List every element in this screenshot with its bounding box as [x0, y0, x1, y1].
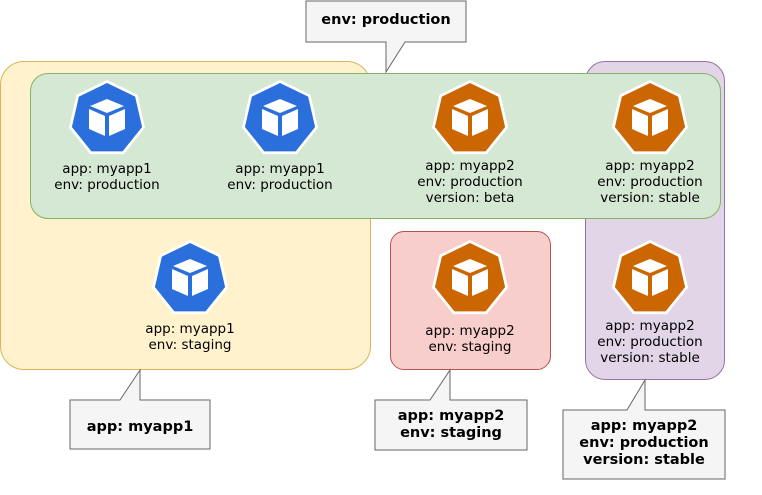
region-env-production — [30, 73, 721, 219]
pod-label-line: env: production — [597, 334, 703, 350]
callout-box — [374, 368, 528, 451]
callout-label-line: version: stable — [583, 452, 705, 468]
kubernetes-pod-icon — [152, 240, 228, 315]
callout-box — [69, 368, 211, 450]
callout-label-line: env: staging — [400, 425, 502, 441]
kubernetes-pod-icon — [432, 80, 508, 155]
pod-label-line: version: stable — [600, 350, 700, 366]
callout-label-line: app: myapp2 — [397, 408, 505, 424]
pod-label-line: app: myapp2 — [425, 323, 515, 339]
callout-box — [305, 0, 467, 74]
kubernetes-pod-icon — [612, 240, 688, 315]
pod-label-line: env: production — [417, 174, 523, 190]
pod-label-line: app: myapp2 — [605, 318, 695, 334]
pod-label-line: app: myapp1 — [235, 161, 325, 177]
pod-label-line: env: production — [597, 174, 703, 190]
callout-label-line: env: production — [579, 435, 709, 451]
pod-label-line: version: stable — [600, 190, 700, 206]
kubernetes-pod-icon — [242, 80, 318, 155]
callout-label: env: production — [306, 12, 466, 29]
callout-label: app: myapp1 — [70, 419, 210, 436]
pod-label-line: app: myapp1 — [145, 321, 235, 337]
kubernetes-pod-icon — [612, 80, 688, 155]
callout-label-line: env: production — [321, 12, 451, 28]
callout-label-line: app: myapp1 — [86, 419, 194, 435]
pod-label-line: env: production — [227, 177, 333, 193]
callout-label-line: app: myapp2 — [590, 418, 698, 434]
pod-label-line: app: myapp1 — [62, 161, 152, 177]
pod-label-line: env: production — [54, 177, 160, 193]
pod-label-line: version: beta — [425, 190, 515, 206]
pod-label-line: app: myapp2 — [425, 158, 515, 174]
pod-label-line: app: myapp2 — [605, 158, 695, 174]
pod-label-line: env: staging — [428, 339, 512, 355]
callout-box — [562, 378, 726, 480]
pod-label-line: env: staging — [148, 337, 232, 353]
kubernetes-pod-icon — [432, 240, 508, 315]
kubernetes-pod-icon — [69, 80, 145, 155]
